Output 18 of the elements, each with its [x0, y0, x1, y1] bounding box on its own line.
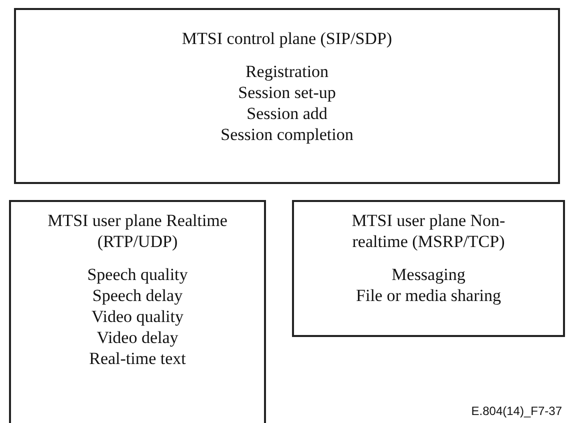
- item-text: Speech quality: [87, 264, 188, 285]
- box-heading: MTSI user plane Non-realtime (MSRP/TCP): [350, 210, 506, 252]
- item-text: Session add: [246, 103, 328, 124]
- box-heading: MTSI control plane (SIP/SDP): [182, 28, 392, 49]
- item-text: Speech delay: [92, 285, 183, 306]
- item-text: Session completion: [220, 124, 354, 145]
- plane-box: [14, 8, 560, 184]
- item-text: Video delay: [96, 327, 178, 348]
- item-text: Messaging: [392, 264, 466, 285]
- figure-number: E.804(14)_F7-37: [471, 404, 562, 418]
- plane-box: [292, 200, 565, 337]
- plane-box: [9, 200, 266, 423]
- item-text: Session set-up: [238, 82, 336, 103]
- item-text: Real-time text: [89, 348, 186, 369]
- box-heading: MTSI user plane Realtime (RTP/UDP): [46, 210, 228, 252]
- item-text: File or media sharing: [356, 285, 501, 306]
- item-text: Registration: [245, 61, 329, 82]
- item-text: Video quality: [92, 306, 184, 327]
